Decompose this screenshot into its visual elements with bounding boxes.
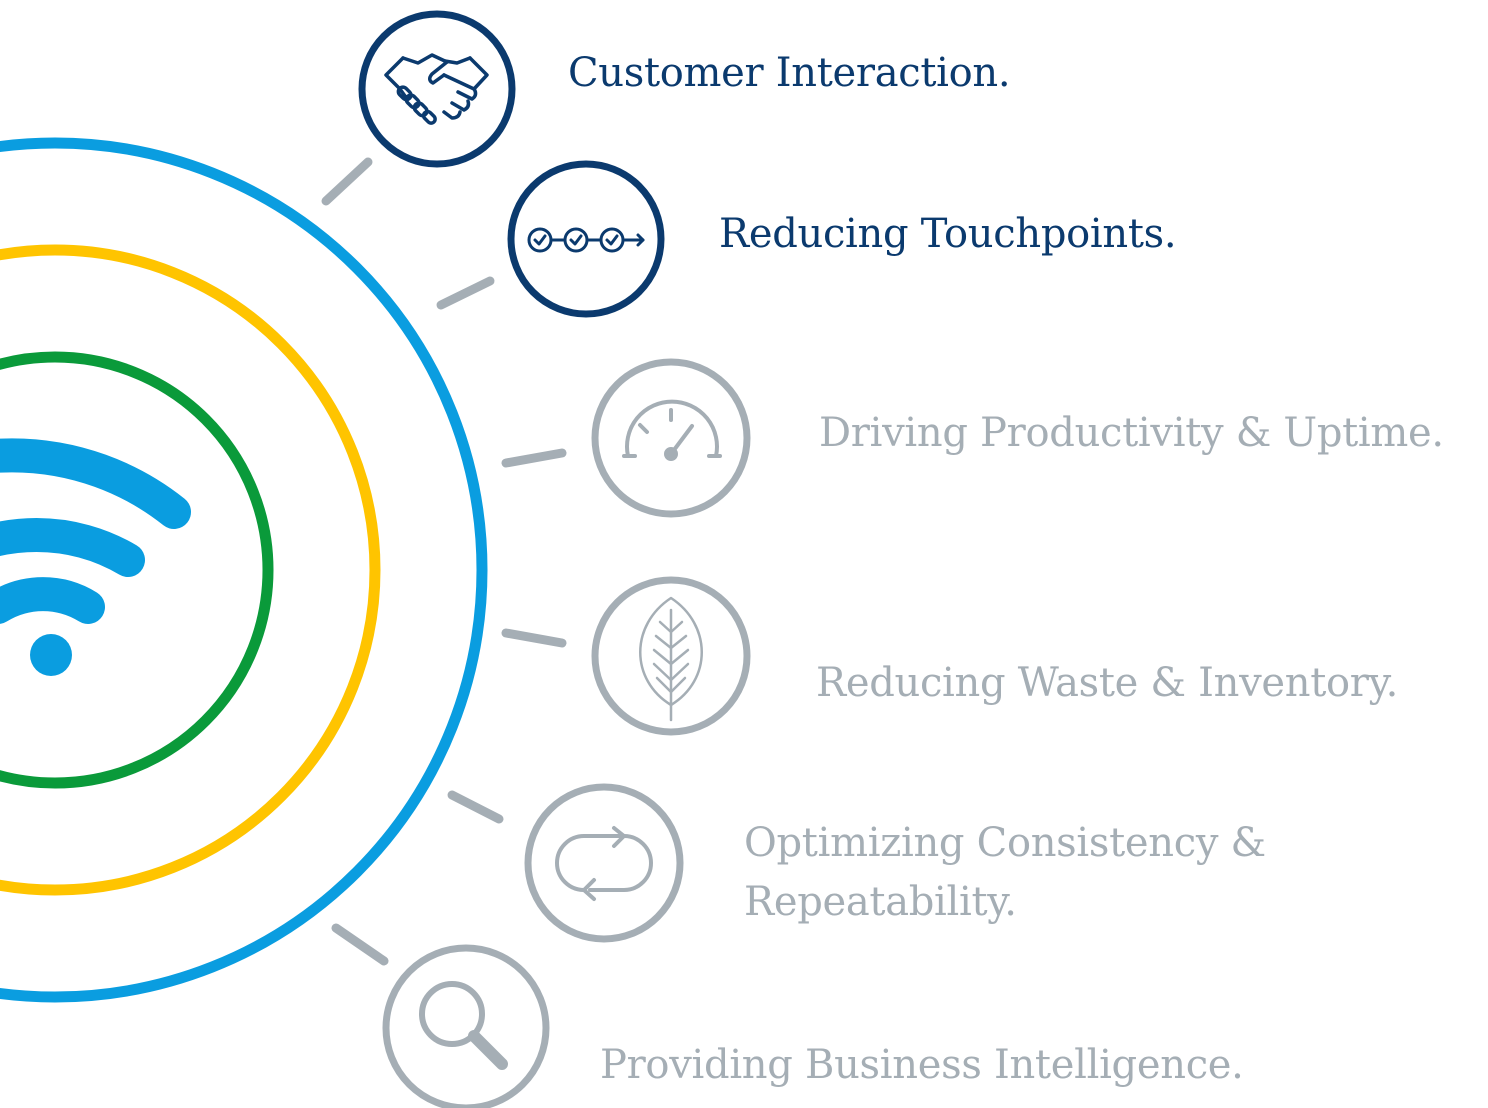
connector-4 xyxy=(501,628,567,648)
magnifier-badge xyxy=(382,944,550,1108)
connector-5 xyxy=(447,790,504,824)
label-reducing-waste: Reducing Waste & Inventory. xyxy=(816,660,1398,706)
label-optimizing-line1: Optimizing Consistency & xyxy=(744,820,1266,866)
speedometer-badge xyxy=(591,358,751,518)
handshake-icon xyxy=(384,53,489,125)
speedometer-icon xyxy=(622,399,722,461)
loop-badge xyxy=(524,783,684,943)
connectors xyxy=(321,157,567,966)
connector-3 xyxy=(501,448,567,468)
leaf-badge xyxy=(591,576,751,736)
connector-6 xyxy=(331,923,389,966)
connector-1 xyxy=(321,157,373,206)
leaf-icon xyxy=(639,596,703,722)
outer-blue-ring xyxy=(0,137,488,1003)
label-customer-interaction: Customer Interaction. xyxy=(568,50,1011,96)
label-optimizing-line2: Repeatability. xyxy=(744,879,1017,925)
label-reducing-touchpoints: Reducing Touchpoints. xyxy=(719,211,1177,257)
handshake-badge xyxy=(358,10,516,168)
wifi-icon xyxy=(0,438,191,676)
touchpoints-icon xyxy=(527,227,645,253)
magnifier-icon xyxy=(419,981,508,1070)
touchpoints-badge xyxy=(507,160,665,318)
loop-icon xyxy=(555,826,653,901)
inner-green-ring xyxy=(0,351,274,789)
label-business-intelligence: Providing Business Intelligence. xyxy=(600,1042,1244,1088)
connector-2 xyxy=(436,276,495,310)
label-driving-productivity: Driving Productivity & Uptime. xyxy=(819,410,1444,456)
middle-yellow-ring xyxy=(0,244,381,896)
label-optimizing-consistency: Optimizing Consistency & Repeatability. xyxy=(744,812,1266,933)
